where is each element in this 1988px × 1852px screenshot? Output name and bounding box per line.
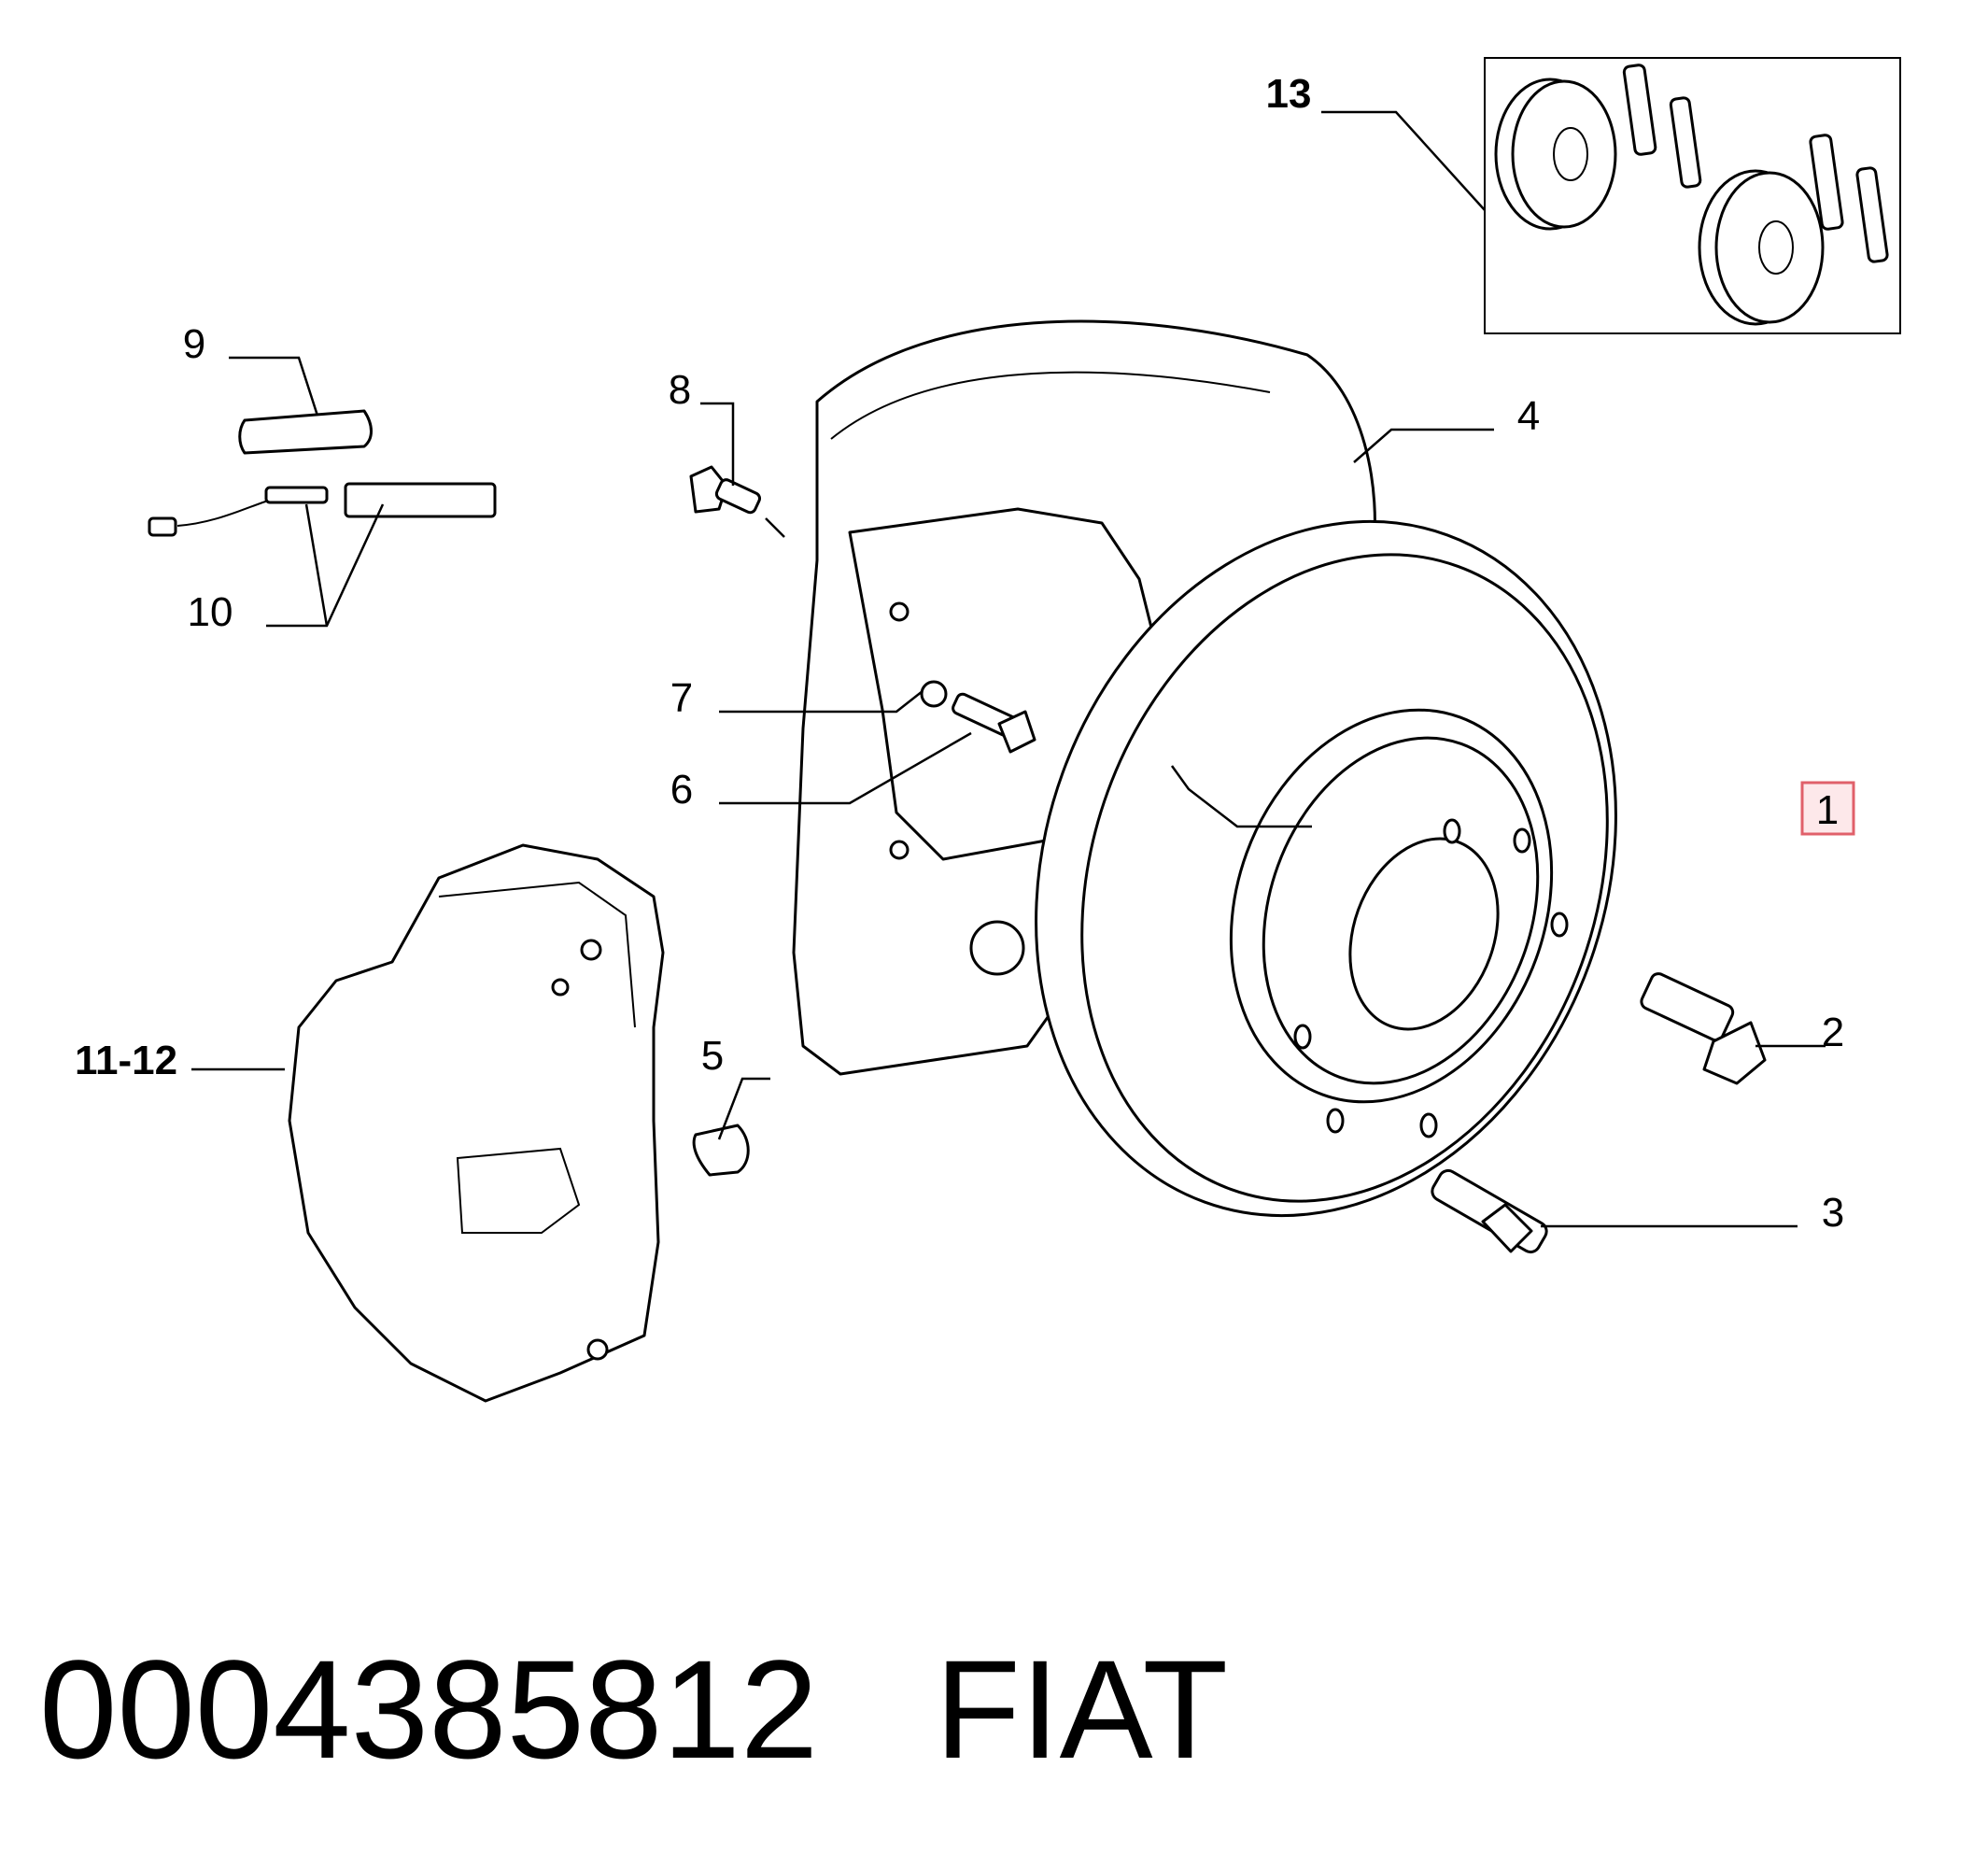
clip xyxy=(692,1124,750,1177)
disc-screw xyxy=(1640,972,1767,1085)
callout-6: 6 xyxy=(670,767,693,813)
callout-7: 7 xyxy=(670,675,693,721)
wear-sensor xyxy=(148,482,497,537)
callout-2: 2 xyxy=(1822,1010,1844,1055)
callout-labels: 1 2 3 4 5 6 7 8 9 10 11-12 13 xyxy=(75,71,1855,1236)
callout-9: 9 xyxy=(183,321,205,367)
dust-shield xyxy=(792,319,1376,1076)
part-number: 0004385812 xyxy=(39,1631,819,1788)
highlight-box-1 xyxy=(1800,781,1855,836)
brand-name: FIAT xyxy=(935,1631,1229,1788)
bolt-and-washer xyxy=(920,680,1036,754)
callout-3: 3 xyxy=(1822,1190,1844,1236)
callout-10: 10 xyxy=(188,589,233,635)
callout-4: 4 xyxy=(1517,393,1540,439)
part-number-footer: 0004385812 FIAT xyxy=(39,1625,1907,1793)
leader-lines xyxy=(191,110,1826,1228)
callout-13: 13 xyxy=(1266,71,1312,117)
wheel-stud xyxy=(1431,1168,1548,1254)
callout-11-12: 11-12 xyxy=(75,1038,177,1083)
pad-cover xyxy=(238,409,373,455)
kit-inset-box xyxy=(1484,57,1901,334)
bleed-screw xyxy=(689,465,762,515)
callout-5: 5 xyxy=(701,1033,724,1079)
callout-1: 1 xyxy=(1816,787,1839,833)
brake-caliper xyxy=(288,843,665,1403)
callout-8: 8 xyxy=(669,367,691,413)
brake-disc xyxy=(1035,519,1617,1218)
